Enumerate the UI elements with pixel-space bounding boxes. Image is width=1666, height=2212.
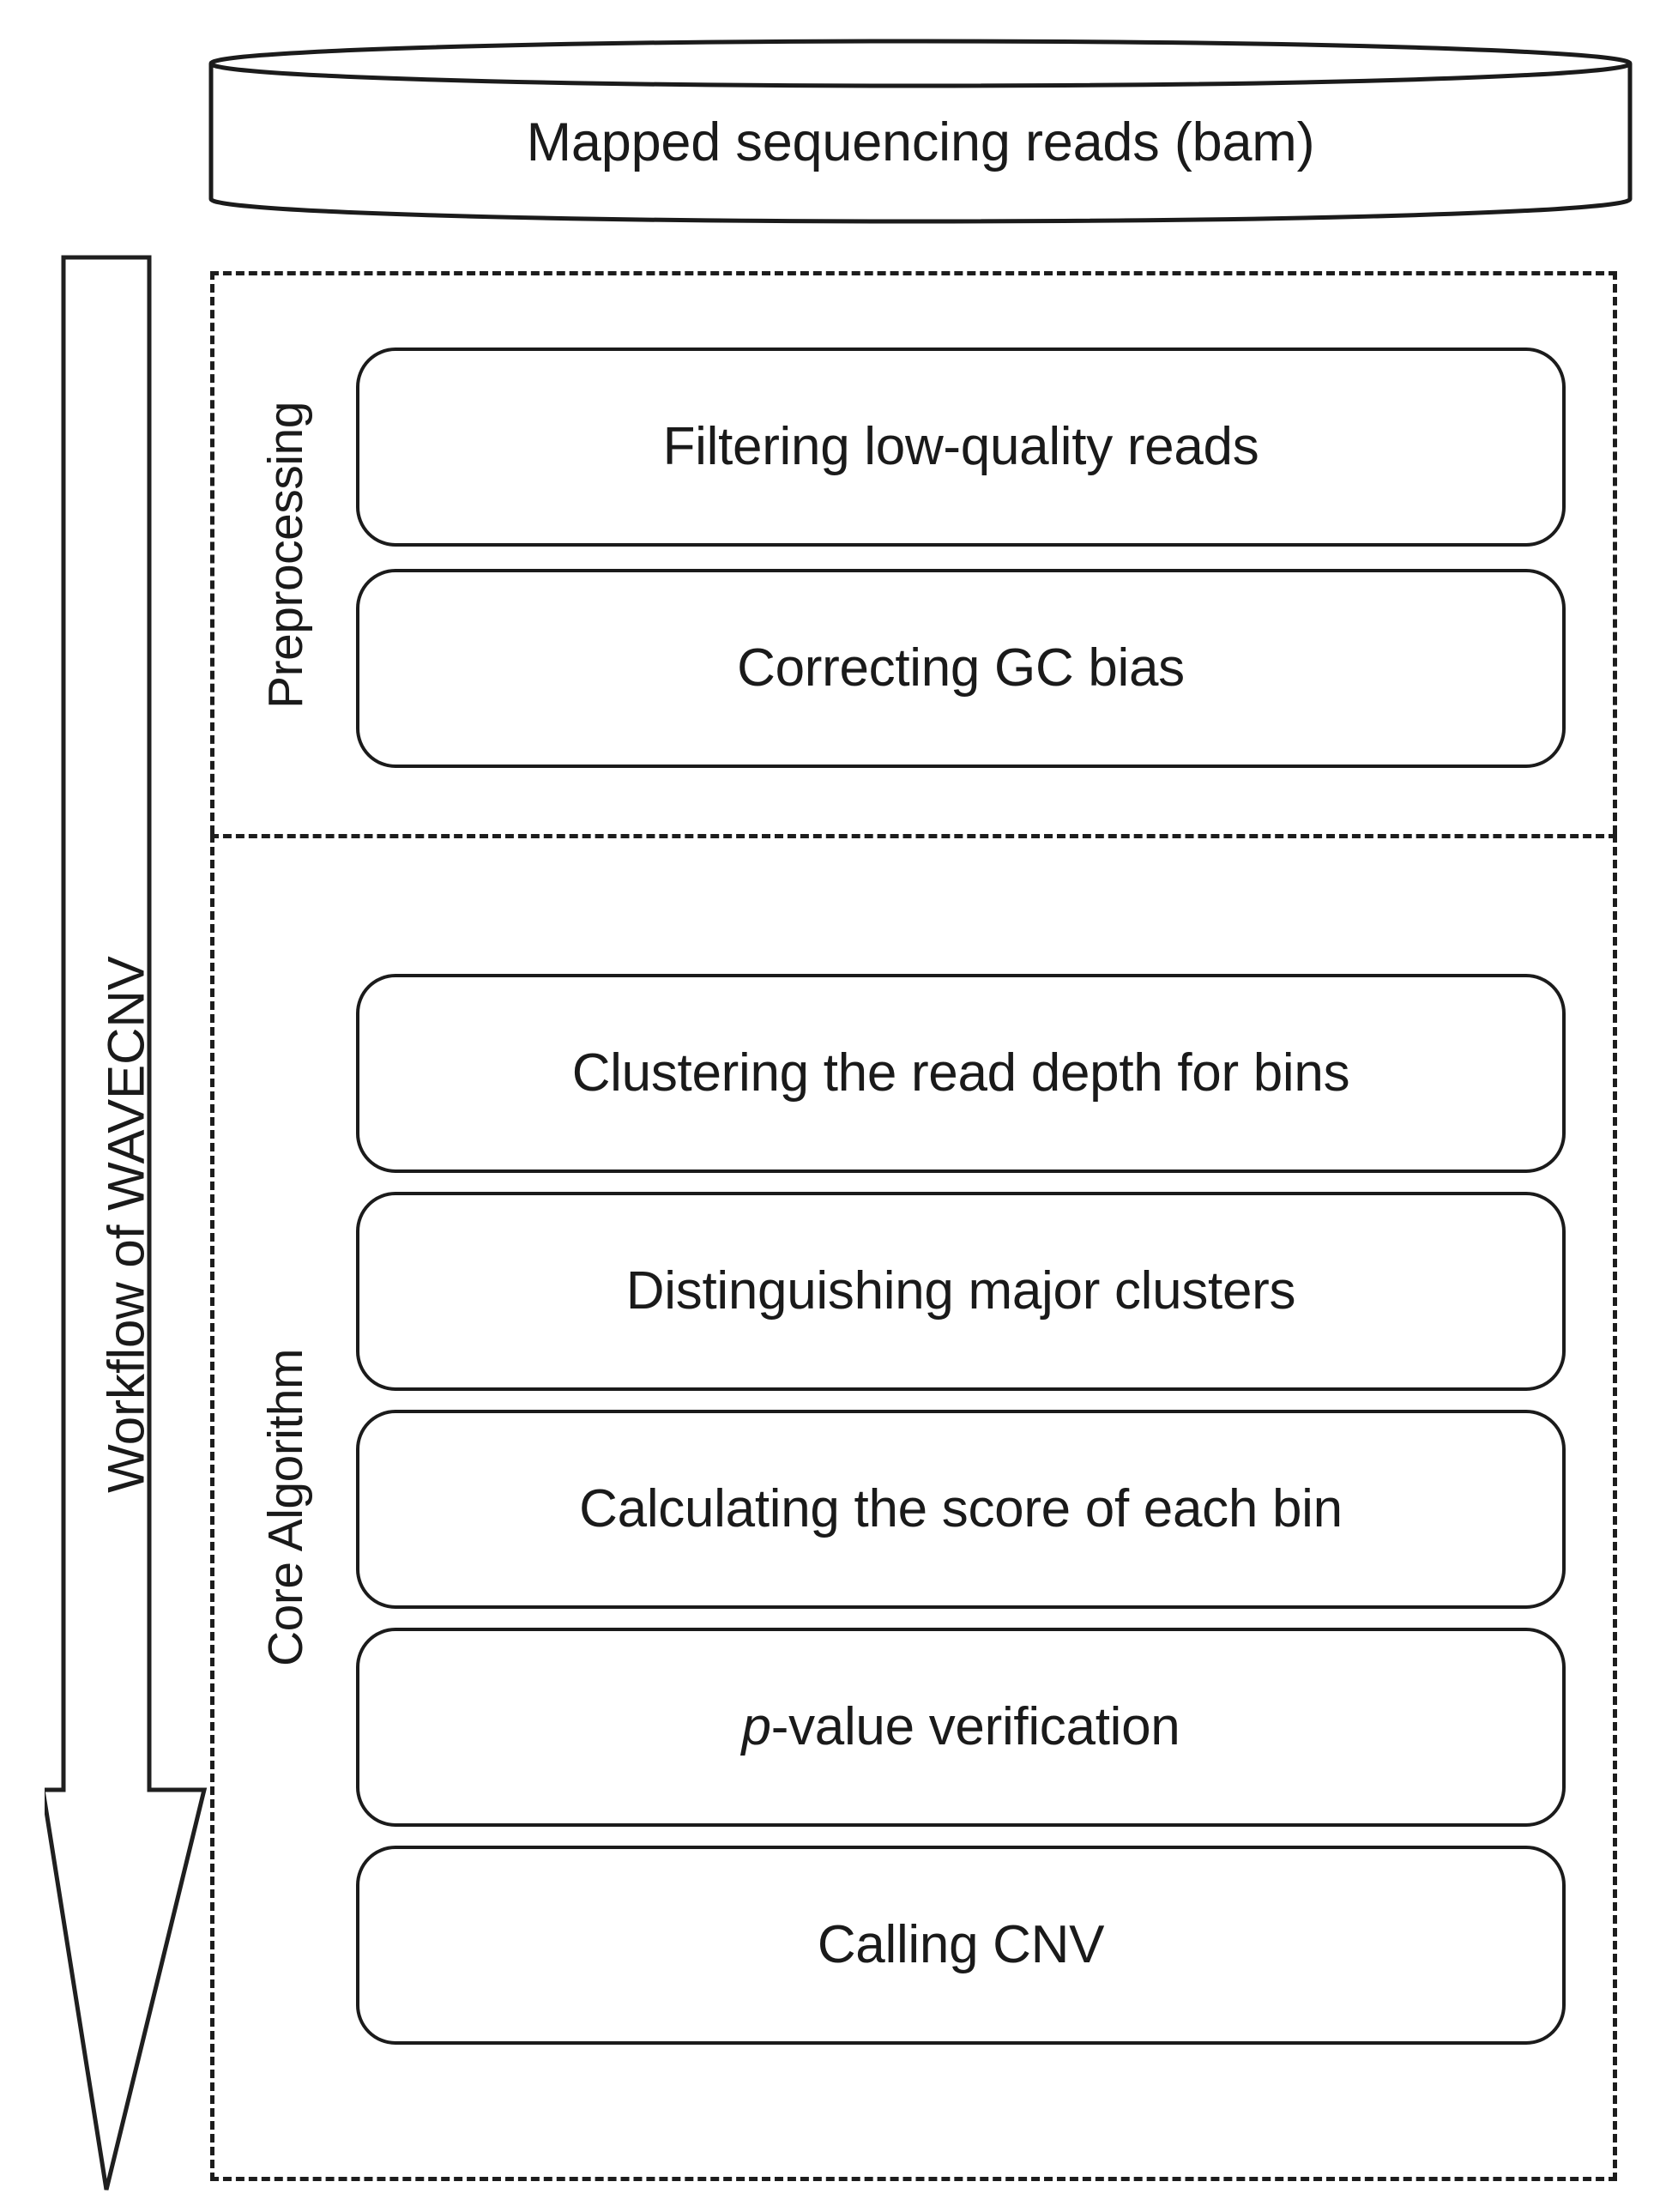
- stage-preprocessing-steps: Filtering low-quality reads Correcting G…: [356, 275, 1613, 834]
- step-label: Calculating the score of each bin: [579, 1479, 1343, 1539]
- step-label-italic-prefix: p: [741, 1697, 771, 1757]
- step-label-rest: -value verification: [770, 1697, 1180, 1757]
- step-label: p-value verification: [742, 1696, 1180, 1757]
- stage-core-algorithm-label-wrap: Core Algorithm: [214, 838, 356, 2177]
- cylinder-shape-icon: [208, 39, 1633, 224]
- stages-container: Preprocessing Filtering low-quality read…: [210, 271, 1617, 2181]
- step-label: Distinguishing major clusters: [625, 1261, 1296, 1321]
- stage-preprocessing-label: Preprocessing: [257, 401, 313, 709]
- input-data-cylinder: Mapped sequencing reads (bam): [208, 38, 1633, 225]
- input-data-label: Mapped sequencing reads (bam): [526, 112, 1315, 172]
- step-label: Clustering the read depth for bins: [571, 1043, 1350, 1103]
- stage-core-algorithm: Core Algorithm Clustering the read depth…: [210, 834, 1617, 2181]
- step-box-calculating-score[interactable]: Calculating the score of each bin: [356, 1410, 1566, 1609]
- step-label: Filtering low-quality reads: [662, 416, 1259, 476]
- stage-core-algorithm-steps: Clustering the read depth for bins Disti…: [356, 838, 1613, 2177]
- step-label: Calling CNV: [817, 1915, 1105, 1975]
- step-box-clustering-read-depth[interactable]: Clustering the read depth for bins: [356, 974, 1566, 1173]
- workflow-arrow-label: Workflow of WAVECNV: [97, 956, 155, 1493]
- step-box-calling-cnv[interactable]: Calling CNV: [356, 1846, 1566, 2045]
- stage-core-algorithm-label: Core Algorithm: [257, 1349, 313, 1666]
- step-box-correcting-gc-bias[interactable]: Correcting GC bias: [356, 568, 1566, 768]
- step-box-distinguishing-major-clusters[interactable]: Distinguishing major clusters: [356, 1192, 1566, 1391]
- step-box-p-value-verification[interactable]: p-value verification: [356, 1628, 1566, 1827]
- workflow-direction-arrow: Workflow of WAVECNV: [45, 254, 208, 2195]
- stage-preprocessing: Preprocessing Filtering low-quality read…: [210, 271, 1617, 834]
- step-box-filtering-low-quality-reads[interactable]: Filtering low-quality reads: [356, 347, 1566, 547]
- step-label: Correcting GC bias: [737, 638, 1185, 698]
- stage-preprocessing-label-wrap: Preprocessing: [214, 275, 356, 834]
- down-arrow-icon: [45, 255, 208, 2191]
